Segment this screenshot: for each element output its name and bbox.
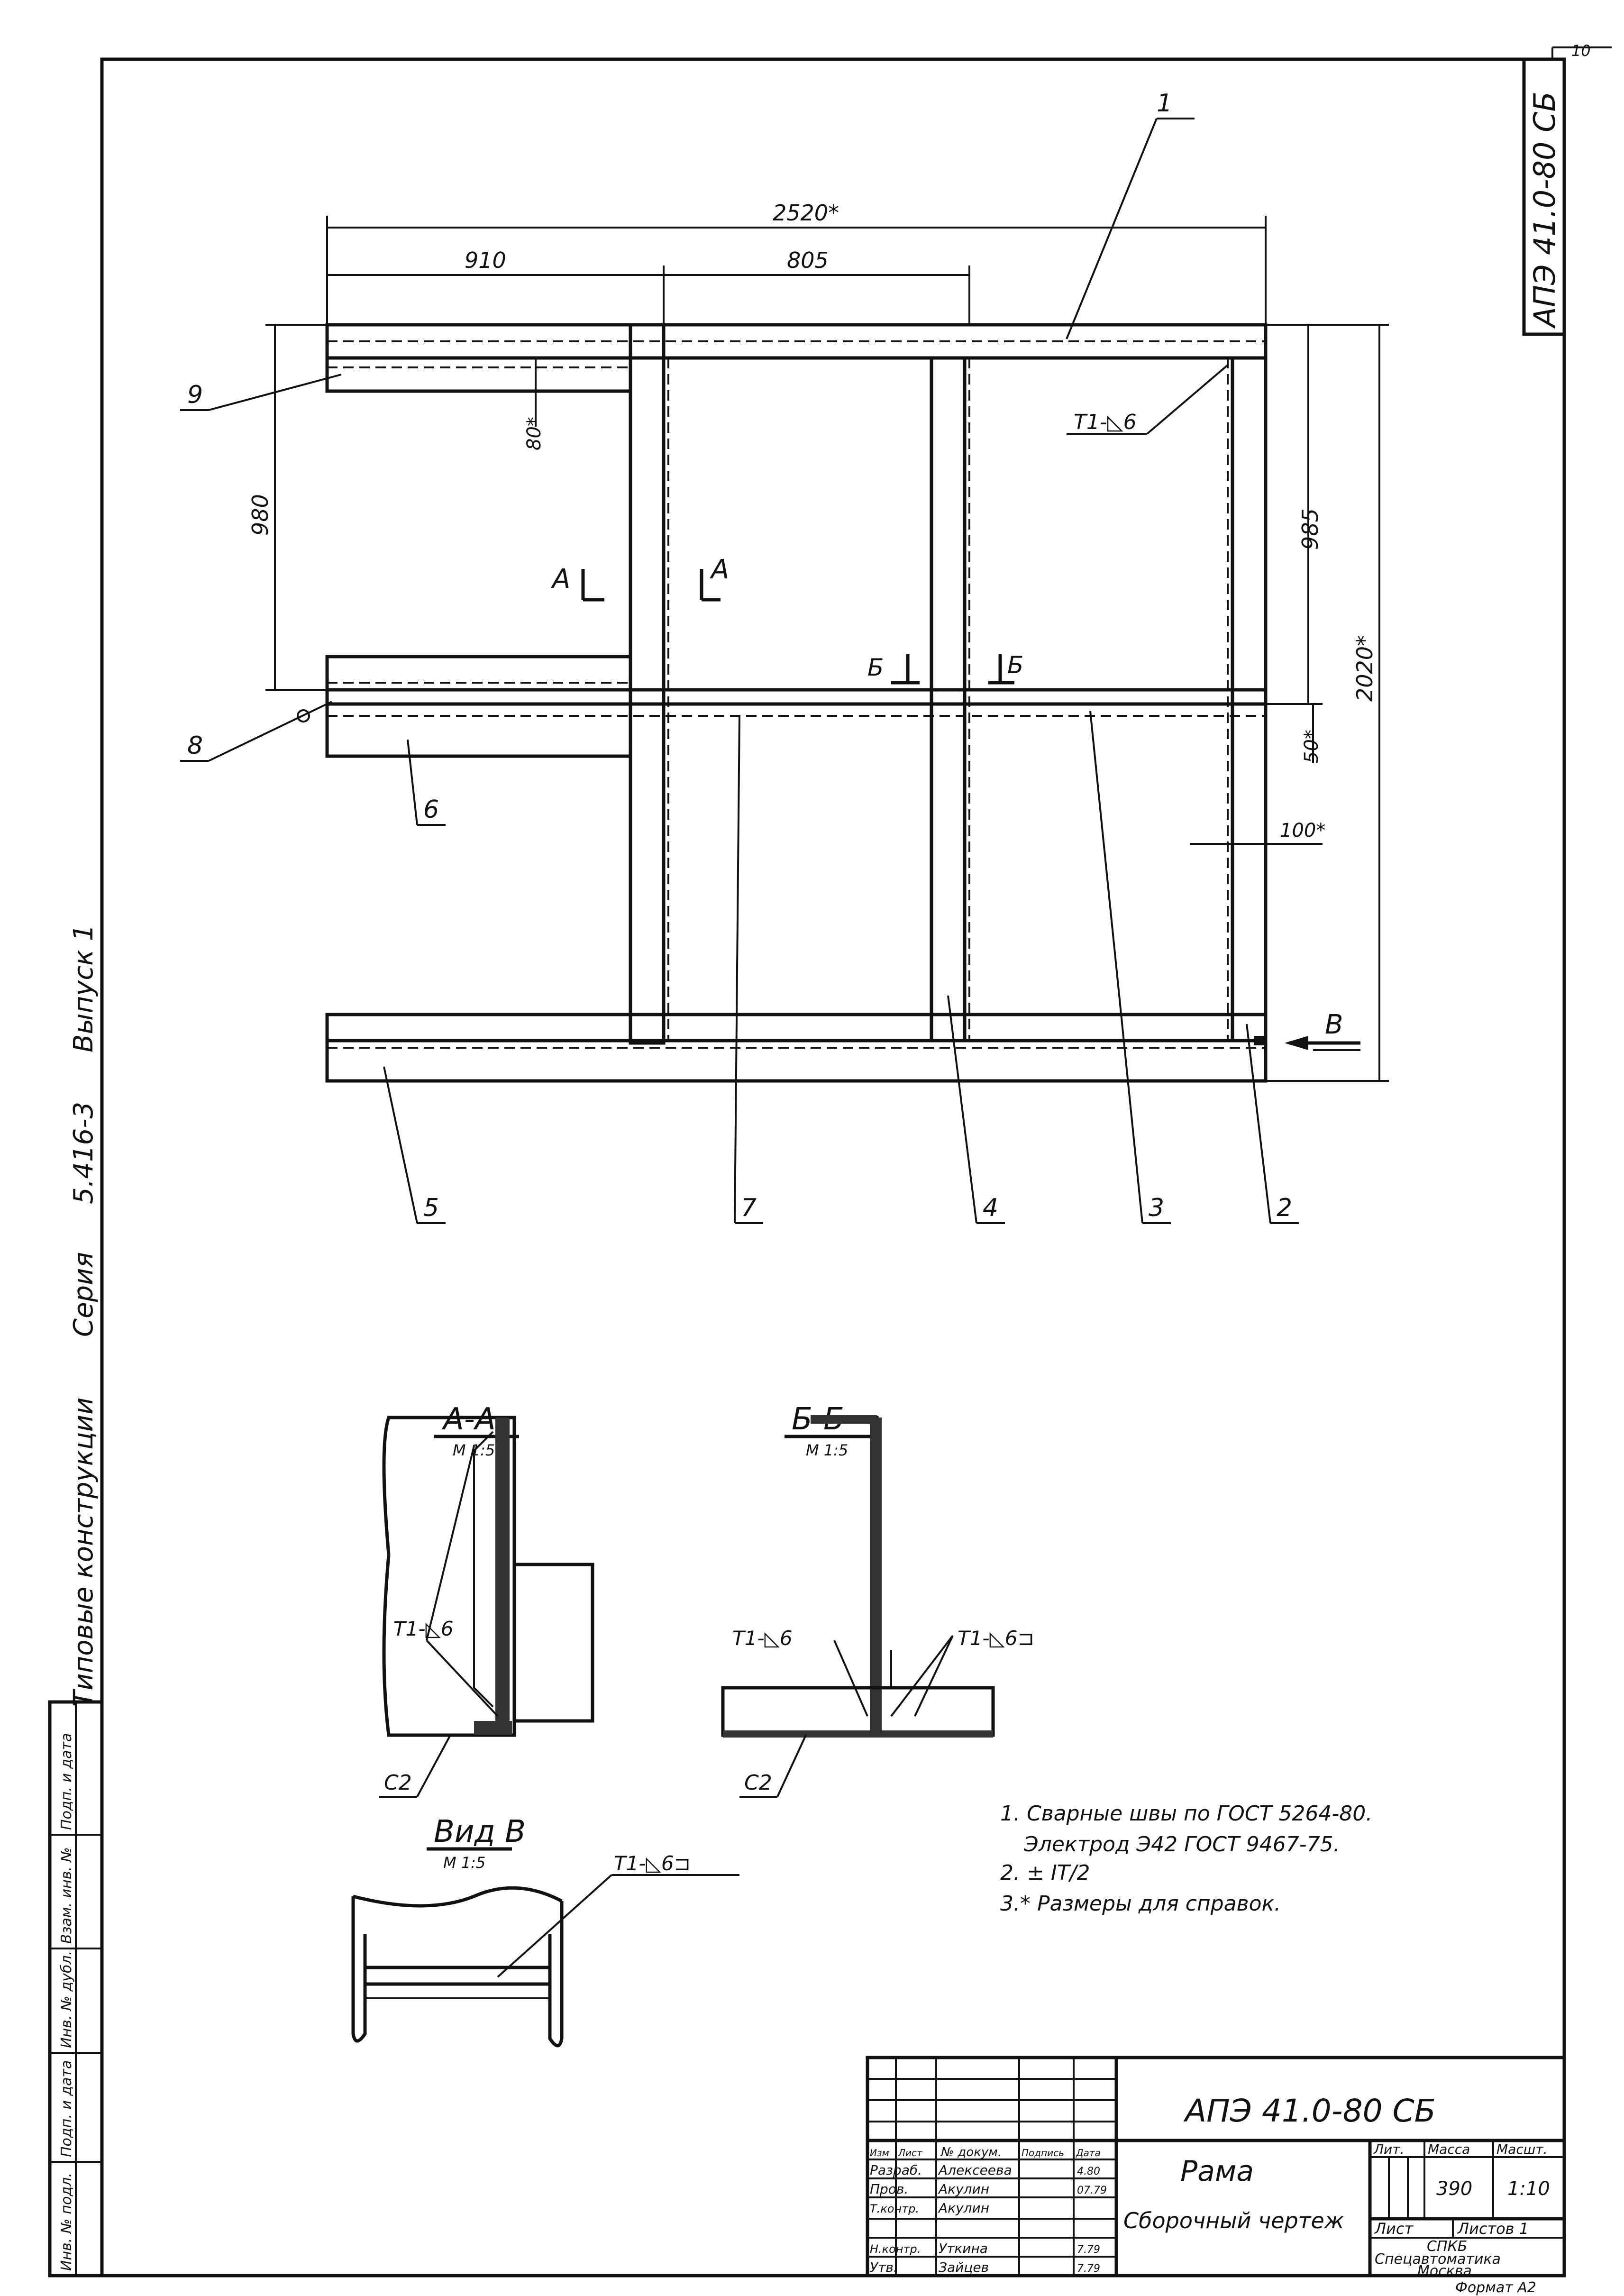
tb-name-2: Акулин xyxy=(938,2181,989,2197)
tb-role-4: Н.контр. xyxy=(870,2242,921,2256)
tb-name: Рама xyxy=(1180,2155,1254,2188)
section-mark-a-left: А xyxy=(551,564,570,595)
side-types-label: Типовые конструкции xyxy=(68,1398,99,1707)
section-bb-weld-right: Т1-◺6⊐ xyxy=(958,1627,1034,1650)
tb-name-4: Уткина xyxy=(939,2241,988,2256)
tb-role-1: Разраб. xyxy=(870,2162,922,2178)
section-aa-title: А-А xyxy=(441,1402,496,1437)
view-v: Вид В М 1:5 Т1-◺6⊐ xyxy=(351,1814,739,2048)
section-bb-c2: С2 xyxy=(744,1771,772,1795)
note-1-cont: Электрод Э42 ГОСТ 9467-75. xyxy=(1023,1832,1340,1857)
tb-hdr-scale: Масшт. xyxy=(1496,2141,1548,2157)
section-bb-weld-left: Т1-◺6 xyxy=(732,1627,793,1650)
dim-total-height: 2020* xyxy=(1352,635,1378,702)
notes: 1. Сварные швы по ГОСТ 5264-80. Электрод… xyxy=(1000,1802,1372,1916)
section-aa-c2: С2 xyxy=(384,1771,412,1795)
tb-date-1: 4.80 xyxy=(1077,2166,1100,2177)
tb-role-5: Утв. xyxy=(870,2259,898,2275)
section-mark-a-right: А xyxy=(710,554,729,585)
dim-height-right: 985 xyxy=(1297,508,1323,550)
doc-code-vertical: АПЭ 41.0-80 СБ xyxy=(1527,91,1562,329)
dim-offset-100: 100* xyxy=(1280,820,1325,842)
dim-offset-50: 50* xyxy=(1301,730,1323,763)
pos-8: 8 xyxy=(187,732,203,760)
tb-hdr-lit: Лит. xyxy=(1373,2141,1404,2157)
left-vertical-post xyxy=(629,323,666,1045)
section-aa-weld: Т1-◺6 xyxy=(393,1617,454,1640)
view-v-weld: Т1-◺6⊐ xyxy=(614,1852,691,1875)
tb-date-4: 7.79 xyxy=(1077,2244,1100,2256)
tb-hdr-sign: Подпись xyxy=(1022,2147,1064,2159)
tb-org-1: СПКБ xyxy=(1427,2238,1467,2255)
section-bb: Б-Б М 1:5 Т1-◺6 Т1-◺6⊐ С2 xyxy=(721,1402,1034,1798)
tb-code: АПЭ 41.0-80 СБ xyxy=(1183,2093,1436,2129)
note-1: 1. Сварные швы по ГОСТ 5264-80. xyxy=(1000,1802,1372,1826)
section-aa: А-А М 1:5 Т1-◺6 С2 xyxy=(379,1402,594,1798)
tb-doc-type: Сборочный чертеж xyxy=(1123,2208,1344,2233)
stamp-orig-inv: Инв. № подл. xyxy=(58,2173,75,2271)
stamp-replace-inv: Взам. инв. № xyxy=(58,1847,75,1944)
pos-9: 9 xyxy=(187,381,203,409)
tb-org-2: Спецавтоматика xyxy=(1375,2251,1501,2268)
tb-mass: 390 xyxy=(1436,2178,1472,2200)
tb-scale: 1:10 xyxy=(1507,2178,1550,2200)
view-v-scale: М 1:5 xyxy=(443,1854,485,1872)
side-issue-label: Выпуск 1 xyxy=(68,924,99,1052)
tb-name-5: Зайцев xyxy=(939,2259,989,2275)
section-mark-b-right: Б xyxy=(1007,651,1023,679)
format-label: Формат А2 xyxy=(1455,2279,1536,2296)
frame-main-view xyxy=(325,323,1268,1083)
tb-hdr-doc: № докум. xyxy=(940,2145,1002,2159)
pos-2: 2 xyxy=(1277,1194,1292,1222)
stamp-dup-inv: Инв. № дубл. xyxy=(58,1951,75,2048)
tb-sheets-label: Листов 1 xyxy=(1457,2220,1529,2238)
dim-width-mid: 805 xyxy=(787,247,829,273)
section-marks: А А Б Б В xyxy=(551,554,1360,1051)
dim-total-width: 2520* xyxy=(773,200,839,226)
pos-3: 3 xyxy=(1149,1194,1164,1222)
dimensions: 2520* 910 805 980 80* 985 2020* 50* 100* xyxy=(247,200,1389,1082)
tb-name-1: Алексеева xyxy=(938,2162,1012,2178)
tb-hdr-list: Лист xyxy=(898,2147,923,2159)
pos-7: 7 xyxy=(741,1194,757,1222)
view-v-title: Вид В xyxy=(434,1814,526,1849)
tb-hdr-mass: Масса xyxy=(1428,2141,1470,2157)
weld-mark-main: Т1-◺6 xyxy=(1074,410,1137,434)
tb-sheet-label: Лист xyxy=(1374,2220,1414,2238)
drawing-frame xyxy=(100,57,1566,2278)
tb-city: Москва xyxy=(1417,2263,1472,2279)
sheet-number: 10 xyxy=(1571,42,1591,60)
pos-5: 5 xyxy=(423,1194,439,1222)
title-block: Изм Лист № докум. Подпись Дата Разраб. А… xyxy=(866,2056,1566,2279)
dim-offset-80: 80* xyxy=(523,417,545,450)
tb-role-3: Т.контр. xyxy=(870,2202,919,2215)
tb-role-2: Пров. xyxy=(870,2181,908,2197)
side-stamp: Подп. и дата Взам. инв. № Инв. № дубл. П… xyxy=(48,1700,104,2278)
pos-4: 4 xyxy=(983,1194,998,1222)
section-mark-b-left: Б xyxy=(867,654,884,681)
note-3: 3.* Размеры для справок. xyxy=(1000,1892,1281,1916)
side-series-number: 5.416-3 xyxy=(68,1102,99,1204)
code-box xyxy=(1522,57,1566,336)
dim-width-left: 910 xyxy=(465,247,506,273)
center-vertical-post xyxy=(930,356,967,1043)
tb-date-2: 07.79 xyxy=(1077,2185,1107,2196)
tb-hdr-date: Дата xyxy=(1076,2147,1101,2159)
tb-hdr-izm: Изм xyxy=(870,2147,889,2159)
tb-date-5: 7.79 xyxy=(1077,2263,1100,2275)
pos-1: 1 xyxy=(1157,89,1172,118)
note-2: 2. ± IT/2 xyxy=(1000,1861,1090,1885)
position-leaders: 1 9 8 6 5 7 4 3 2 Т1-◺6 xyxy=(180,89,1299,1224)
stamp-sign-date-1: Подп. и дата xyxy=(58,1733,75,1830)
stamp-sign-date-2: Подп. и дата xyxy=(58,2060,75,2157)
section-bb-scale: М 1:5 xyxy=(806,1441,848,1459)
tb-name-3: Акулин xyxy=(938,2200,989,2216)
dim-height-left: 980 xyxy=(247,494,273,536)
pos-6: 6 xyxy=(423,796,439,824)
side-series-label: Серия xyxy=(68,1252,99,1337)
view-mark-v: В xyxy=(1325,1009,1343,1040)
